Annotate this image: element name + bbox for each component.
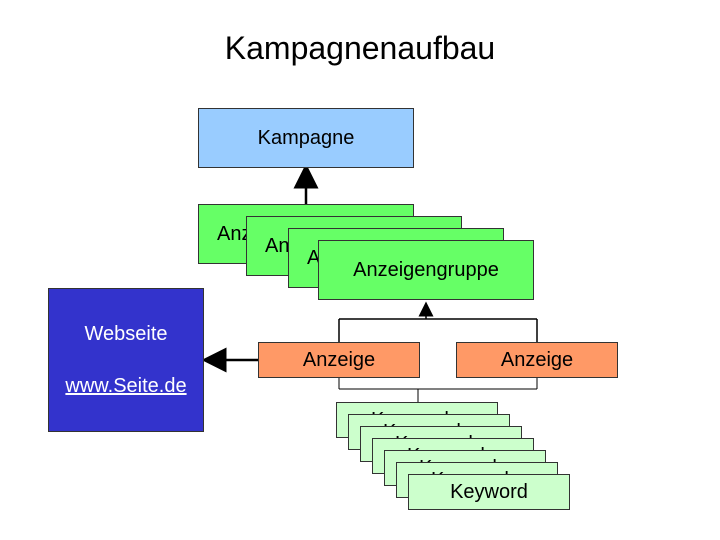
kampagne-label: Kampagne <box>257 126 355 149</box>
webseite-box: Webseite www.Seite.de <box>48 288 204 432</box>
anzeige-label: Anzeige <box>302 348 376 371</box>
anzeige-box-right: Anzeige <box>456 342 618 378</box>
keyword-box-front: Keyword <box>408 474 570 510</box>
anzeige-box-left: Anzeige <box>258 342 420 378</box>
webseite-label: Webseite <box>84 323 168 345</box>
webseite-url-link[interactable]: www.Seite.de <box>65 375 187 397</box>
keyword-label: Keyword <box>450 480 528 503</box>
kampagne-box: Kampagne <box>198 108 414 168</box>
anzeigengruppe-label: Anzeigengruppe <box>353 258 499 281</box>
anzeige-label: Anzeige <box>500 348 574 371</box>
page-title: Kampagnenaufbau <box>224 30 496 66</box>
anzeigengruppe-box-front: Anzeigengruppe <box>318 240 534 300</box>
